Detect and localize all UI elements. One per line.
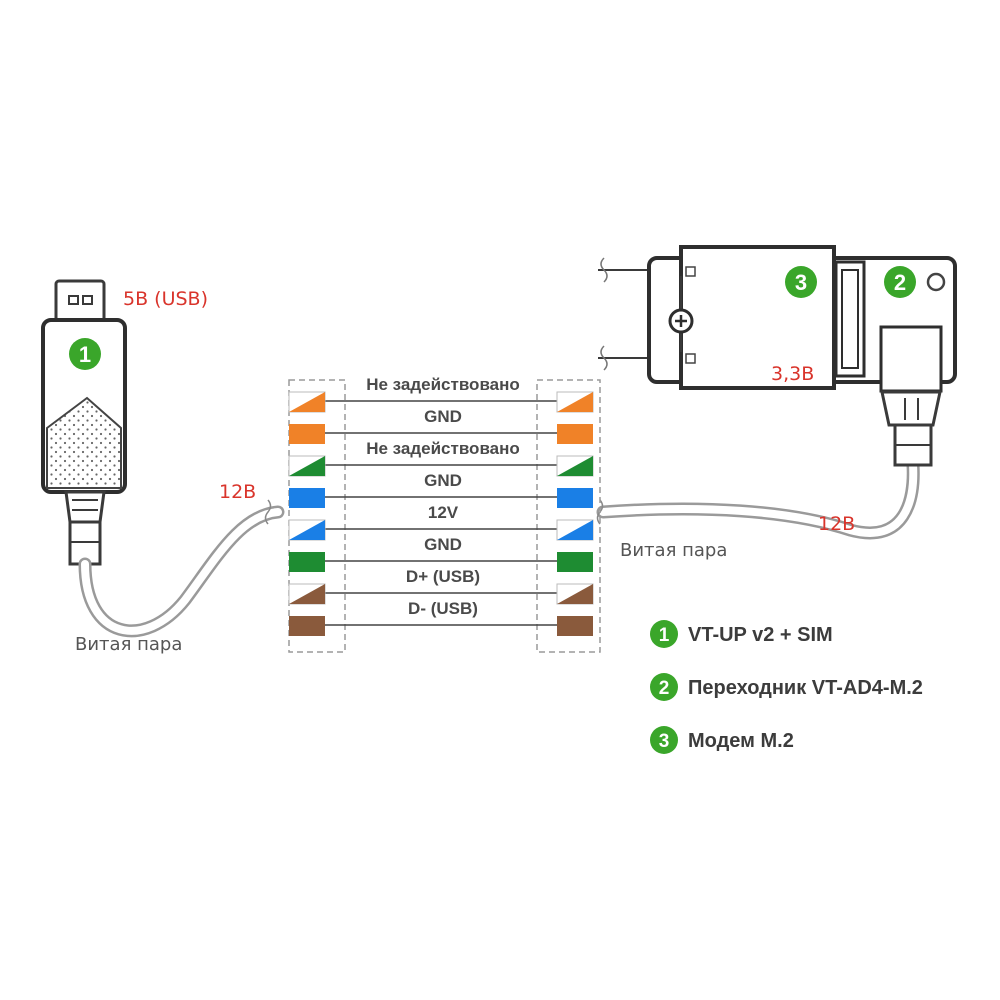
wire-row: D- (USB) <box>289 598 593 636</box>
legend-text: Переходник VT-AD4-M.2 <box>688 677 923 699</box>
adapter-led-icon <box>926 272 946 292</box>
wire-swatch-striped <box>288 455 326 477</box>
wire-label: Не задействовано <box>366 375 520 394</box>
badge-device1-text: 1 <box>79 342 91 367</box>
wire-row: D+ (USB) <box>288 566 594 605</box>
wire-swatch-solid <box>557 616 593 636</box>
wire-row: GND <box>289 534 593 572</box>
wire-swatch-striped <box>556 391 594 413</box>
left-cable-label: Витая пара <box>75 634 182 655</box>
usb-device <box>41 279 127 566</box>
wire-swatch-striped <box>288 583 326 605</box>
wire-swatch-solid <box>289 616 325 636</box>
wire-swatch-solid <box>289 424 325 444</box>
legend-badge <box>650 673 678 701</box>
usb-grip-pattern <box>46 396 122 489</box>
right-connector-frame <box>536 379 601 653</box>
wire-label-bg <box>401 566 485 586</box>
modem-voltage-label: 3,3В <box>771 363 814 385</box>
adapter-cable-boot <box>880 390 942 427</box>
adapter-device <box>598 245 957 467</box>
wire-swatch-striped <box>288 391 326 413</box>
wire-swatch-solid <box>557 488 593 508</box>
usb-plug-slot <box>68 295 79 305</box>
legend-item: 3 Модем M.2 <box>650 726 794 754</box>
wire-label-bg <box>427 470 459 490</box>
wire-label: GND <box>424 407 462 426</box>
usb-plug <box>54 279 106 323</box>
legend-item: 1 VT-UP v2 + SIM <box>650 620 833 648</box>
legend-badge-number: 1 <box>659 625 670 646</box>
badge-device2: 2 <box>884 266 916 298</box>
wire-label-bg <box>427 502 459 522</box>
wire-row: GND <box>289 470 593 508</box>
badge-device2-text: 2 <box>894 270 906 295</box>
wire-swatch-solid <box>557 552 593 572</box>
wire-row: Не задействовано <box>288 374 594 413</box>
right-cable-label: Витая пара <box>620 540 727 561</box>
usb-cable-boot <box>64 490 106 524</box>
badge-device3: 3 <box>785 266 817 298</box>
wire-swatch-striped <box>556 519 594 541</box>
legend-badge-number: 2 <box>659 678 670 699</box>
wire-label-bg <box>359 374 527 394</box>
wire-swatch-solid <box>289 488 325 508</box>
legend-text: Модем M.2 <box>688 730 794 752</box>
legend-badge <box>650 726 678 754</box>
wire-label-bg <box>427 406 459 426</box>
wire-row: Не задействовано <box>288 438 594 477</box>
legend-item: 2 Переходник VT-AD4-M.2 <box>650 673 923 701</box>
wire-swatch-solid <box>557 424 593 444</box>
wire-row: GND <box>289 406 593 444</box>
wire-label: GND <box>424 535 462 554</box>
wire-label-bg <box>427 534 459 554</box>
wire-swatch-striped <box>556 583 594 605</box>
wire-row: 12V <box>288 502 594 541</box>
legend-text: VT-UP v2 + SIM <box>688 624 833 646</box>
m2-slot <box>834 260 866 378</box>
legend-badge <box>650 620 678 648</box>
right-cable <box>596 458 920 540</box>
left-voltage-label: 12В <box>219 481 256 503</box>
wire-label: GND <box>424 471 462 490</box>
right-voltage-label: 12В <box>818 513 855 535</box>
usb-voltage-label: 5В (USB) <box>123 288 208 310</box>
left-cable <box>78 499 285 638</box>
usb-plug-slot <box>82 295 93 305</box>
wire-swatch-striped <box>288 519 326 541</box>
wire-label: Не задействовано <box>366 439 520 458</box>
wire-label-bg <box>359 438 527 458</box>
left-connector-frame <box>288 379 346 653</box>
wire-label: D+ (USB) <box>406 567 480 586</box>
wire-label: 12V <box>428 503 459 522</box>
wire-label-bg <box>401 598 485 618</box>
wire-swatch-striped <box>556 455 594 477</box>
legend: 1 VT-UP v2 + SIM 2 Переходник VT-AD4-M.2 3 Мо… <box>650 620 923 754</box>
badge-device1: 1 <box>69 338 101 370</box>
legend-badge-number: 3 <box>659 731 670 752</box>
wire-label: D- (USB) <box>408 599 478 618</box>
adapter-connector <box>879 325 943 393</box>
wire-swatch-solid <box>289 552 325 572</box>
badge-device3-text: 3 <box>795 270 807 295</box>
